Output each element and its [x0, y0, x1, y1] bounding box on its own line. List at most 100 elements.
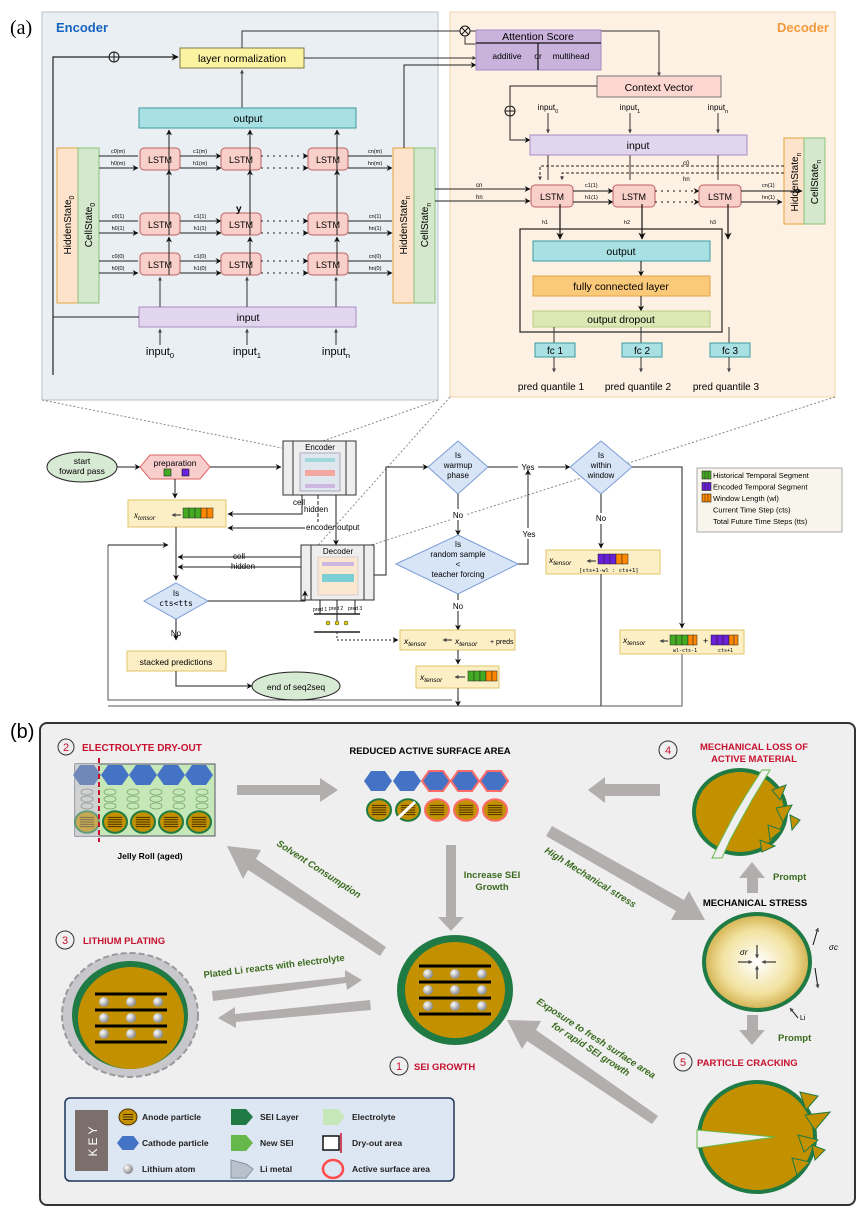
decoder-lstm-cell	[530, 184, 574, 208]
lithium-atom	[99, 1029, 109, 1039]
cts-cond: cts<tts	[159, 599, 193, 608]
mechanism-lithium-plating: 3 LITHIUM PLATING	[55, 930, 199, 1078]
dec-hn-label: hn	[476, 195, 483, 201]
fc-box-1	[534, 342, 576, 358]
decoder-node-label: Decoder	[323, 547, 354, 556]
anode-particle-icon	[118, 1108, 138, 1126]
edge-label: hn(1)	[762, 195, 775, 201]
lithium-atom	[99, 997, 109, 1007]
cathode-particle	[129, 765, 157, 785]
cathode-particle	[478, 770, 510, 792]
tf-is: Is	[455, 540, 461, 549]
reduced-active-surface: REDUCED ACTIVE SURFACE AREA	[349, 746, 511, 822]
tf-teacher: teacher forcing	[432, 570, 485, 579]
fully-connected-label: fully connected layer	[573, 281, 669, 293]
legend-label: Total Future Time Steps (tts)	[713, 517, 808, 526]
fc-label: fc 3	[722, 346, 739, 357]
fully-connected-box	[532, 275, 711, 297]
tf-no: No	[453, 602, 464, 611]
fc-label: fc 2	[634, 346, 651, 357]
prompt-label-1: Prompt	[773, 872, 807, 883]
encoder-output-box	[138, 107, 357, 129]
edge-label: h2	[624, 220, 630, 226]
lithium-atom	[477, 985, 487, 995]
tf-yes: Yes	[522, 530, 535, 539]
lstm-cell	[220, 212, 262, 236]
li-label: Li	[800, 1015, 806, 1022]
tensor-blocks-hist	[669, 634, 698, 646]
edge-label: h3	[710, 220, 716, 226]
key-title: KEY	[86, 1123, 100, 1156]
encoder-input-label: input	[237, 312, 260, 324]
edge-label: h1(1)	[585, 195, 598, 201]
lstm-cell	[220, 252, 262, 276]
lstm-label: LSTM	[316, 220, 340, 230]
number-2: 2	[63, 742, 69, 754]
lstm-label: LSTM	[229, 155, 253, 165]
lithium-atom	[126, 1013, 136, 1023]
reduced-area-title: REDUCED ACTIVE SURFACE AREA	[349, 746, 510, 757]
lithium-atom	[99, 1013, 109, 1023]
edge-label: hn(m)	[368, 161, 383, 167]
attention-score-title: Attention Score	[502, 31, 574, 43]
process-arrows	[212, 777, 765, 1124]
within-no: No	[596, 514, 607, 523]
lstm-cell	[307, 252, 349, 276]
key-item-label: Li metal	[260, 1164, 292, 1174]
hist-segment-icon	[163, 468, 172, 477]
lstm-cell	[139, 212, 181, 236]
hidden-label-2: hidden	[231, 562, 255, 571]
particle-cracking-title: PARTICLE CRACKING	[697, 1058, 798, 1069]
mechanical-stress-title: MECHANICAL STRESS	[703, 898, 807, 909]
mechanism-sei-growth: 1 SEI GROWTH	[389, 935, 513, 1076]
layer-normalization-label: layer normalization	[198, 53, 286, 65]
cts1-label: cts+1	[718, 648, 733, 654]
stress-particle	[702, 912, 812, 1012]
lithium-atom	[477, 1001, 487, 1011]
legend-label: Window Length (wl)	[713, 494, 779, 503]
cell-state-n-label: CellStaten	[420, 203, 433, 248]
stacked-predictions-label: stacked predictions	[140, 657, 213, 667]
encoder-input-2: inputn	[322, 346, 350, 360]
attention-additive: additive	[492, 51, 522, 61]
encoder-output-label: output	[233, 113, 262, 125]
pred-quantile-label: pred quantile 2	[605, 382, 672, 393]
mechanism-mechanical-loss: 4 MECHANICAL LOSS OF ACTIVE MATERIAL	[658, 740, 808, 859]
legend-label: Encoded Temporal Segment	[713, 483, 808, 492]
warmup-is: Is	[455, 451, 461, 460]
legend-label: Historical Temporal Segment	[713, 471, 810, 480]
mechanism-particle-cracking: 5 PARTICLE CRACKING	[673, 1052, 832, 1194]
within-window: window	[587, 471, 615, 480]
key-item-label: Electrolyte	[352, 1112, 396, 1122]
li-metal-icon	[230, 1159, 254, 1179]
decoder-input-box	[529, 134, 748, 156]
encoder-panel: Encoder layer normalization output Hidde…	[41, 11, 439, 401]
mechanism-electrolyte-dryout: 2 ELECTROLYTE DRY-OUT Jelly Roll (aged)	[57, 738, 216, 861]
electrolyte-icon	[323, 1109, 345, 1125]
flowchart: start foward pass preparation Encoder xt…	[46, 440, 843, 707]
lithium-atom	[126, 1029, 136, 1039]
lstm-label: LSTM	[316, 260, 340, 270]
edge-label: h1	[542, 220, 548, 226]
add-icon	[504, 105, 516, 117]
anode-particle	[366, 798, 392, 822]
key-item-label: Active surface area	[352, 1164, 430, 1174]
edge-label: h0(1)	[112, 226, 125, 232]
cathode-particle	[101, 765, 129, 785]
key-item-label: Anode particle	[142, 1112, 201, 1122]
encoder-input-1: input1	[233, 346, 261, 360]
lstm-label: LSTM	[148, 260, 172, 270]
number-5: 5	[680, 1057, 686, 1069]
key-item-label: New SEI	[260, 1138, 294, 1148]
dec-c0-label: c0	[683, 161, 690, 167]
cathode-particle	[393, 771, 421, 791]
tensor-blocks-enc	[710, 634, 739, 646]
edge-label: h1(m)	[193, 161, 208, 167]
arrow-stress-to-cracking	[739, 1015, 765, 1045]
edge-label: h1(0)	[194, 266, 207, 272]
edge-label: c1(m)	[193, 149, 207, 155]
attention-multihead: multihead	[553, 51, 590, 61]
edge-label: c1(1)	[194, 214, 207, 220]
sei-layer-icon	[231, 1109, 253, 1125]
